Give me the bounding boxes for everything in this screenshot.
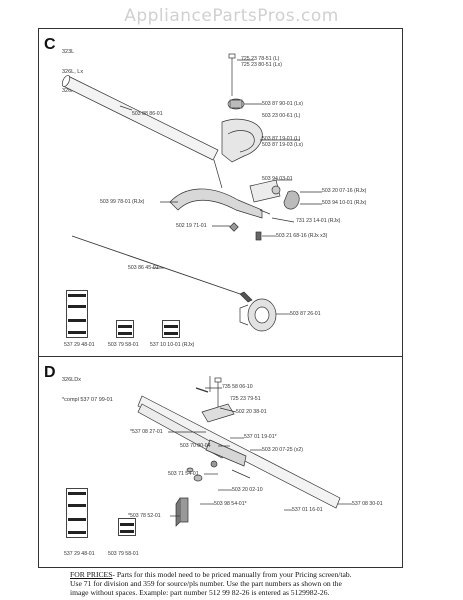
pricing-note-line: FOR PRICES- Parts for this model need to… xyxy=(70,570,450,579)
bolt-head xyxy=(228,53,236,59)
bushing xyxy=(179,497,189,523)
part-label: 735 58 06-10 xyxy=(222,384,253,390)
bumper-neck xyxy=(239,304,249,326)
part-label: 503 87 26-01 xyxy=(290,311,321,317)
drive-shaft-tube xyxy=(62,75,219,161)
part-label: 503 88 86-01 xyxy=(132,111,163,117)
section-c-model: 323L xyxy=(62,49,75,55)
nut xyxy=(210,460,218,468)
part-label: 503 98 54-01* xyxy=(214,501,247,507)
part-label: 503 21 68-16 (RJx x3) xyxy=(276,233,328,239)
shaft-end xyxy=(61,75,71,87)
clamp-inner xyxy=(227,130,255,153)
spacer xyxy=(186,467,194,473)
part-label: 503 87 90-01 (Lx) xyxy=(262,101,303,107)
pricing-note-line: image without spaces. Example: part numb… xyxy=(70,588,330,597)
bumper-hub xyxy=(254,306,270,324)
warning-decal xyxy=(116,320,134,338)
part-label: 731 23 14-01 (RJx) xyxy=(296,218,341,224)
section-d-models: 326LDx *compl 537 07 99-01 xyxy=(62,364,113,410)
bolt-head xyxy=(214,377,222,383)
section-d-model: 326LDx xyxy=(62,377,81,383)
section-d-letter: D xyxy=(44,364,56,381)
section-c-models: 323L 326L, Lx 326RJx xyxy=(62,36,83,101)
part-label: 725 23 80-51 (Lx) xyxy=(241,62,282,68)
coupling-sleeve xyxy=(205,439,247,467)
part-label: 503 20 02-10 xyxy=(232,487,263,493)
nut xyxy=(229,222,239,232)
part-label: 537 29 48-01 xyxy=(64,342,95,348)
locking-pin xyxy=(195,387,209,393)
part-label: 725 23 78-51 (L) xyxy=(241,56,280,62)
leader-line xyxy=(271,217,295,223)
upper-shaft-tube xyxy=(137,403,227,459)
cable-end xyxy=(239,291,253,303)
part-label: 503 86 45-01 xyxy=(128,265,159,271)
pricing-note-text: - Parts for this model need to be priced… xyxy=(112,570,352,579)
wing-knob xyxy=(283,190,300,210)
part-label: 503 87 19-01 (L) xyxy=(262,136,301,142)
knob-body xyxy=(229,99,243,109)
part-label: 725 23 79-51 xyxy=(230,396,261,402)
diagram-frame xyxy=(38,28,403,568)
part-label: 503 94 03-01 xyxy=(262,176,293,182)
section-divider xyxy=(38,356,403,357)
part-label: 503 20 07-25 (x2) xyxy=(262,447,303,453)
screw xyxy=(259,209,271,215)
spacer xyxy=(193,474,203,482)
screw xyxy=(231,469,251,479)
washer xyxy=(271,185,281,195)
section-c-letter: C xyxy=(44,36,56,53)
part-label: 537 10 10-01 (RJx) xyxy=(150,342,195,348)
j-handle xyxy=(169,188,263,219)
part-label: 503 79 58-01 xyxy=(108,342,139,348)
part-label: 503 79 58-01 xyxy=(108,551,139,557)
pricing-note-line: Use 71 for division and 359 for source/p… xyxy=(70,579,342,588)
section-d-model: *compl 537 07 99-01 xyxy=(62,396,113,403)
leader-line xyxy=(219,407,237,413)
part-label: 502 20 38-01 xyxy=(236,409,267,415)
warning-decal xyxy=(162,320,180,338)
part-label: 503 87 19-03 (Lx) xyxy=(262,142,303,148)
lower-shaft-tube xyxy=(137,395,341,509)
pricing-note: FOR PRICES- Parts for this model need to… xyxy=(70,570,450,597)
warning-decal xyxy=(66,488,88,538)
handle-link xyxy=(213,159,223,189)
bushing-side xyxy=(175,497,181,527)
part-label: 503 99 78-01 (RJx) xyxy=(100,199,145,205)
part-label: 503 23 00-61 (L) xyxy=(262,113,301,119)
watermark: AppliancePartsPros.com xyxy=(124,6,339,26)
part-label: 537 08 30-01 xyxy=(352,501,383,507)
section-c-model: 326RJx xyxy=(62,88,81,94)
section-c-model: 326L, Lx xyxy=(62,68,84,75)
part-label: 537 01 16-01 xyxy=(292,507,323,513)
for-prices-label: FOR PRICES xyxy=(70,570,113,579)
part-label: *537 08 27-01 xyxy=(130,429,163,435)
coupling-clamp xyxy=(201,403,235,423)
drive-cable xyxy=(71,235,247,297)
part-label: 537 29 48-01 xyxy=(64,551,95,557)
part-label: 503 71 54-01 xyxy=(168,471,199,477)
part-label: 502 19 71-01 xyxy=(176,223,207,229)
part-label: 503 70 80-04 xyxy=(180,443,211,449)
handle-bracket xyxy=(249,179,281,203)
part-label: 503 94 10-01 (RJx) xyxy=(322,200,367,206)
leader-line xyxy=(119,105,133,111)
handle-clamp xyxy=(221,118,263,163)
screw xyxy=(255,231,262,241)
warning-decal xyxy=(66,290,88,338)
part-label: 503 20 07-16 (RJx) xyxy=(322,188,367,194)
warning-decal xyxy=(118,518,136,536)
part-label: 537 01 19-01* xyxy=(244,434,277,440)
part-label: *503 78 52-01 xyxy=(128,513,161,519)
